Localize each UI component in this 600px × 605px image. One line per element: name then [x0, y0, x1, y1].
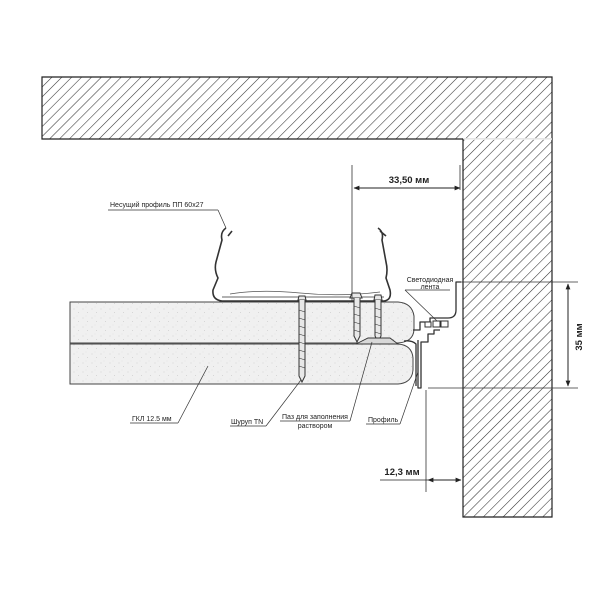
label-load-bearing-profile: Несущий профиль ПП 60х27 [110, 201, 204, 209]
grout-groove [355, 337, 400, 345]
label-gkl: ГКЛ 12.5 мм [132, 416, 172, 423]
dimension-bottom-label: 12,3 мм [384, 467, 419, 478]
label-screw: Шуруп TN [231, 419, 263, 426]
label-led-tape-line1: Светодиодная [407, 277, 454, 284]
wall [462, 138, 553, 518]
label-groove-line1: Паз для заполнения [282, 414, 348, 421]
dimension-top-label: 33,50 мм [389, 175, 429, 186]
load-bearing-profile [212, 227, 392, 302]
dimension-right-label: 35 мм [574, 323, 585, 350]
label-groove-line2: раствором [298, 423, 333, 430]
gypsum-board-upper [69, 301, 415, 344]
label-profile: Профиль [368, 417, 399, 424]
ceiling-slab [41, 76, 553, 140]
screw-2 [349, 292, 363, 344]
screw-1 [297, 295, 307, 384]
gypsum-board-lower [69, 343, 414, 385]
led-tape [424, 320, 449, 328]
label-led-tape-line2: лента [421, 284, 440, 291]
screw-3 [373, 294, 383, 344]
